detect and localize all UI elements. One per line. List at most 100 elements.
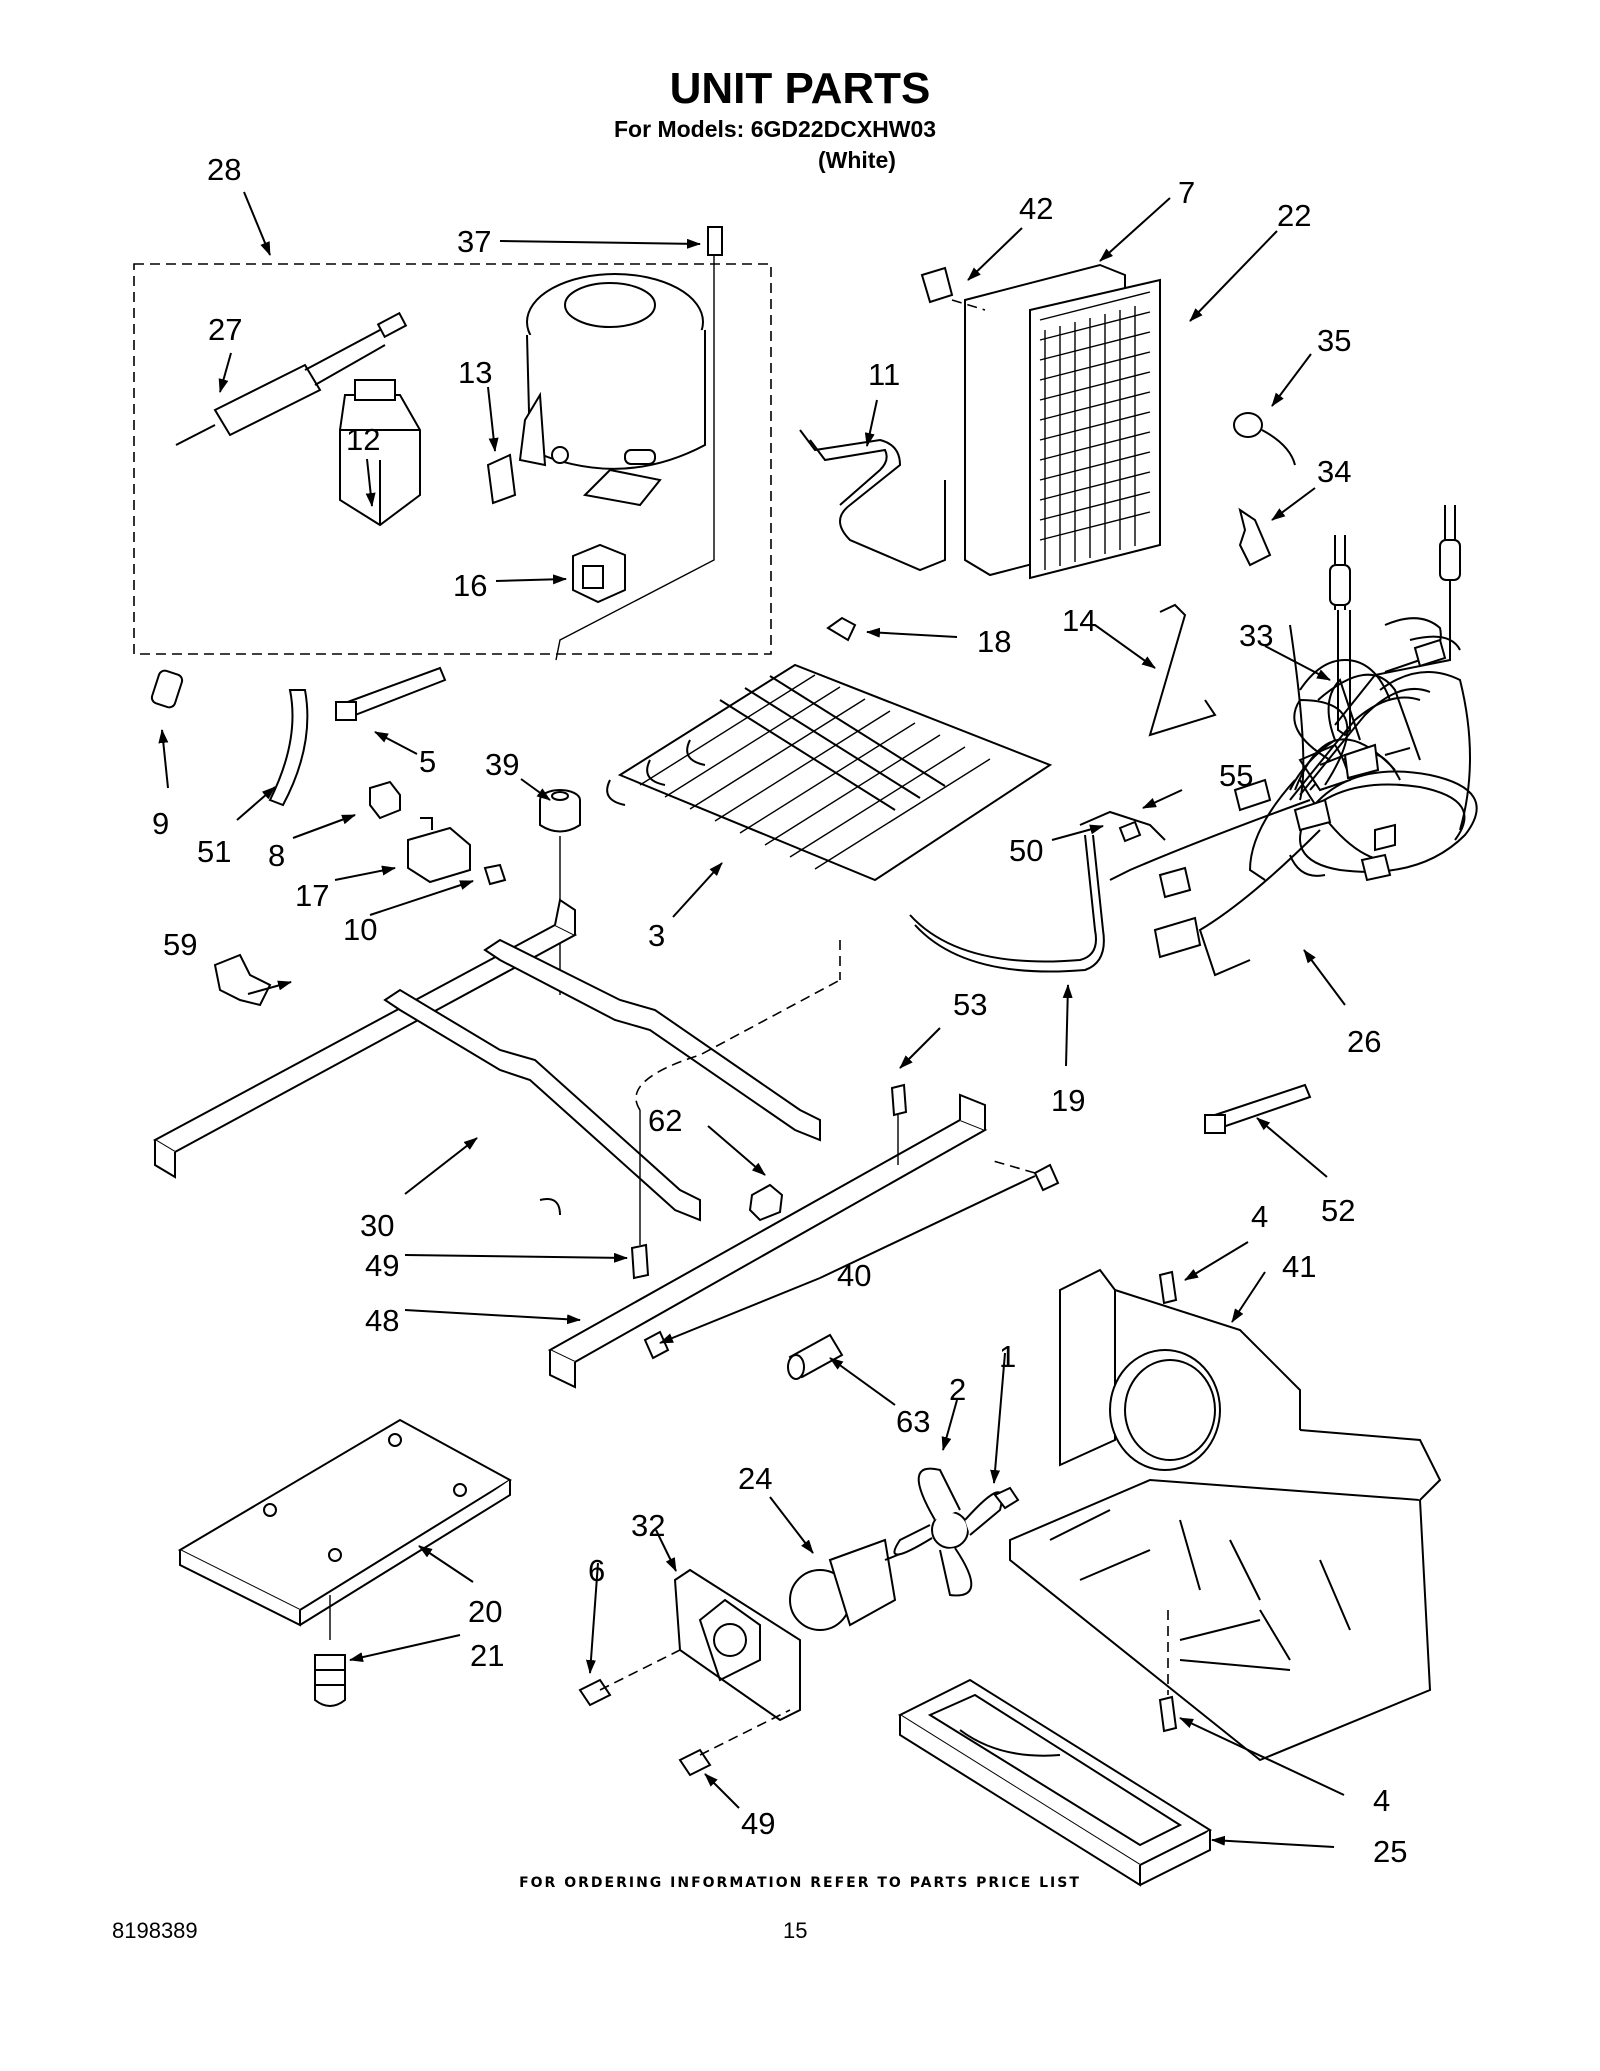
callout-59: 59 — [163, 927, 197, 962]
callout-5: 5 — [419, 744, 436, 779]
clip-34 — [1238, 507, 1272, 567]
tubing-11 — [799, 429, 946, 572]
color-line: (White) — [818, 147, 896, 173]
screw-53 — [890, 1083, 908, 1117]
screw-37 — [707, 226, 723, 256]
clip-59 — [213, 953, 272, 1007]
callout-1: 1 — [999, 1339, 1016, 1374]
plug-8 — [369, 780, 401, 820]
tube-51 — [268, 689, 309, 807]
models-line: For Models: 6GD22DCXHW03 — [614, 116, 937, 142]
screw-4b — [1158, 1695, 1178, 1733]
tube-assembly-33 — [1329, 505, 1461, 737]
callout-24: 24 — [738, 1461, 772, 1496]
front-rail-40 — [547, 1093, 988, 1389]
condenser-22 — [964, 263, 1161, 580]
callout-53: 53 — [953, 987, 987, 1022]
callout-40: 40 — [837, 1258, 871, 1293]
callout-37: 37 — [457, 224, 491, 259]
fan-motor-24 — [789, 1538, 911, 1631]
wire-harness-top — [1289, 624, 1391, 801]
callout-9: 9 — [152, 806, 169, 841]
callout-21: 21 — [470, 1638, 504, 1673]
relay-cover — [572, 543, 626, 604]
callout-42: 42 — [1019, 191, 1053, 226]
screw-40b — [1033, 1163, 1060, 1192]
page-number: 15 — [783, 1918, 808, 1943]
cable-tie-5 — [335, 666, 447, 721]
screw-4a — [1158, 1270, 1178, 1305]
screw-10 — [483, 863, 507, 886]
cover-plate-20 — [177, 1418, 512, 1627]
callout-41: 41 — [1282, 1249, 1316, 1284]
callout-4-lower: 4 — [1373, 1783, 1390, 1818]
drier — [175, 311, 408, 446]
hanger-14 — [1148, 603, 1217, 737]
callout-20: 20 — [468, 1594, 502, 1629]
compressor — [518, 273, 706, 507]
callout-16: 16 — [453, 568, 487, 603]
nut-1 — [993, 1486, 1020, 1510]
callout-30: 30 — [360, 1208, 394, 1243]
screw-6 — [578, 1678, 612, 1707]
ordering-note: FOR ORDERING INFORMATION REFER TO PARTS … — [519, 1875, 1081, 1891]
callout-49-lower: 49 — [741, 1806, 775, 1841]
clip-62 — [748, 1183, 784, 1222]
callout-50: 50 — [1009, 833, 1043, 868]
clip-18 — [826, 616, 857, 642]
document-number: 8198389 — [112, 1918, 198, 1943]
wire-harness-26 — [1109, 673, 1478, 977]
callout-62: 62 — [648, 1103, 682, 1138]
screw-49b — [678, 1748, 712, 1777]
callout-35: 35 — [1317, 323, 1351, 358]
callout-8: 8 — [268, 838, 285, 873]
callout-19: 19 — [1051, 1083, 1085, 1118]
callout-49-upper: 49 — [365, 1248, 399, 1283]
callout-32: 32 — [631, 1508, 665, 1543]
callout-6: 6 — [588, 1553, 605, 1588]
callout-51: 51 — [197, 834, 231, 869]
bracket-50 — [1079, 810, 1166, 841]
callout-13: 13 — [458, 355, 492, 390]
screw-55 — [1118, 820, 1142, 843]
motor-bracket-32 — [673, 1568, 801, 1722]
clip-42 — [920, 266, 954, 304]
wire-harness-upper — [1248, 617, 1471, 882]
callout-33: 33 — [1239, 618, 1273, 653]
callout-28: 28 — [207, 152, 241, 187]
callout-63: 63 — [896, 1404, 930, 1439]
cable-tie-52 — [1204, 1083, 1312, 1134]
callout-55: 55 — [1219, 758, 1253, 793]
screw-40a — [643, 1330, 670, 1360]
callout-18: 18 — [977, 624, 1011, 659]
callout-4-upper: 4 — [1251, 1199, 1268, 1234]
screw-49a — [630, 1243, 650, 1280]
compressor-kit-box — [133, 263, 772, 655]
fan-blade-2 — [893, 1467, 1003, 1597]
callout-3: 3 — [648, 918, 665, 953]
overload-protector — [486, 453, 517, 505]
machine-compartment-41 — [1009, 1268, 1442, 1762]
tube-19 — [909, 834, 1097, 963]
callout-11: 11 — [868, 357, 900, 392]
frame-rails-30 — [152, 898, 821, 1222]
leader-37 — [555, 255, 715, 661]
callout-14: 14 — [1062, 603, 1096, 638]
sleeve-9 — [150, 669, 184, 709]
callout-48: 48 — [365, 1303, 399, 1338]
callout-52: 52 — [1321, 1193, 1355, 1228]
callout-7: 7 — [1178, 175, 1195, 210]
callout-39: 39 — [485, 747, 519, 782]
callout-2: 2 — [949, 1372, 966, 1407]
page-title: UNIT PARTS — [669, 64, 931, 113]
start-relay — [339, 379, 421, 527]
callout-26: 26 — [1347, 1024, 1381, 1059]
spacer-63 — [787, 1333, 844, 1380]
evaporator-3 — [606, 663, 1053, 882]
callout-12: 12 — [346, 422, 380, 457]
callout-27: 27 — [208, 312, 242, 347]
callout-25: 25 — [1373, 1834, 1407, 1869]
capacitor-17 — [407, 817, 471, 884]
